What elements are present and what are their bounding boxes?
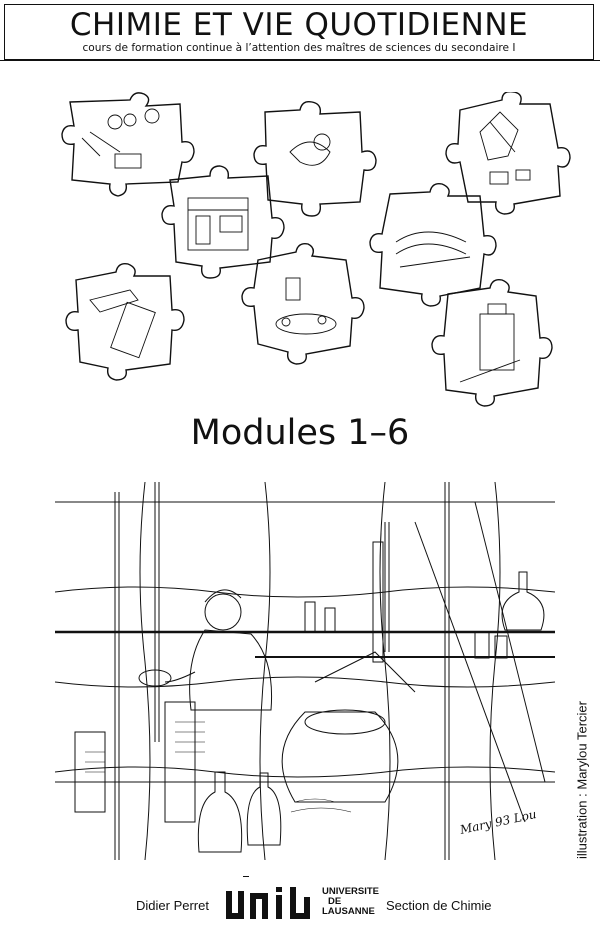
puzzle-piece	[369, 182, 497, 307]
puzzle-piece	[161, 165, 285, 279]
artist-signature: Mary 93 Lou	[458, 807, 538, 837]
university-line: UNIVERSITE	[322, 886, 380, 897]
laboratory-illustration: Mary 93 Lou	[55, 482, 555, 860]
puzzle-piece	[445, 92, 571, 215]
university-line: DE	[328, 896, 342, 907]
puzzle-piece	[431, 278, 553, 407]
puzzle-piece	[61, 92, 195, 197]
university-line: LAUSANNE	[322, 906, 375, 917]
puzzle-piece	[253, 100, 377, 217]
puzzle-piece	[65, 262, 185, 381]
divider	[243, 876, 249, 877]
illustration-credit: illustration : Marylou Tercier	[568, 680, 596, 880]
page-subtitle: cours de formation continue à l’attentio…	[82, 42, 516, 54]
unil-logo	[226, 887, 310, 919]
header-box: CHIMIE ET VIE QUOTIDIENNE cours de forma…	[4, 4, 594, 60]
illustration-credit-text: illustration : Marylou Tercier	[574, 701, 590, 859]
section-name: Section de Chimie	[386, 898, 492, 913]
puzzle-pieces-illustration	[61, 92, 571, 407]
modules-label: Modules 1–6	[190, 413, 410, 453]
header-rule	[0, 60, 600, 61]
page-title: CHIMIE ET VIE QUOTIDIENNE	[69, 7, 529, 43]
puzzle-piece	[241, 242, 365, 365]
university-name: UNIVERSITE DE LAUSANNE	[322, 887, 379, 917]
author-name: Didier Perret	[136, 898, 209, 913]
